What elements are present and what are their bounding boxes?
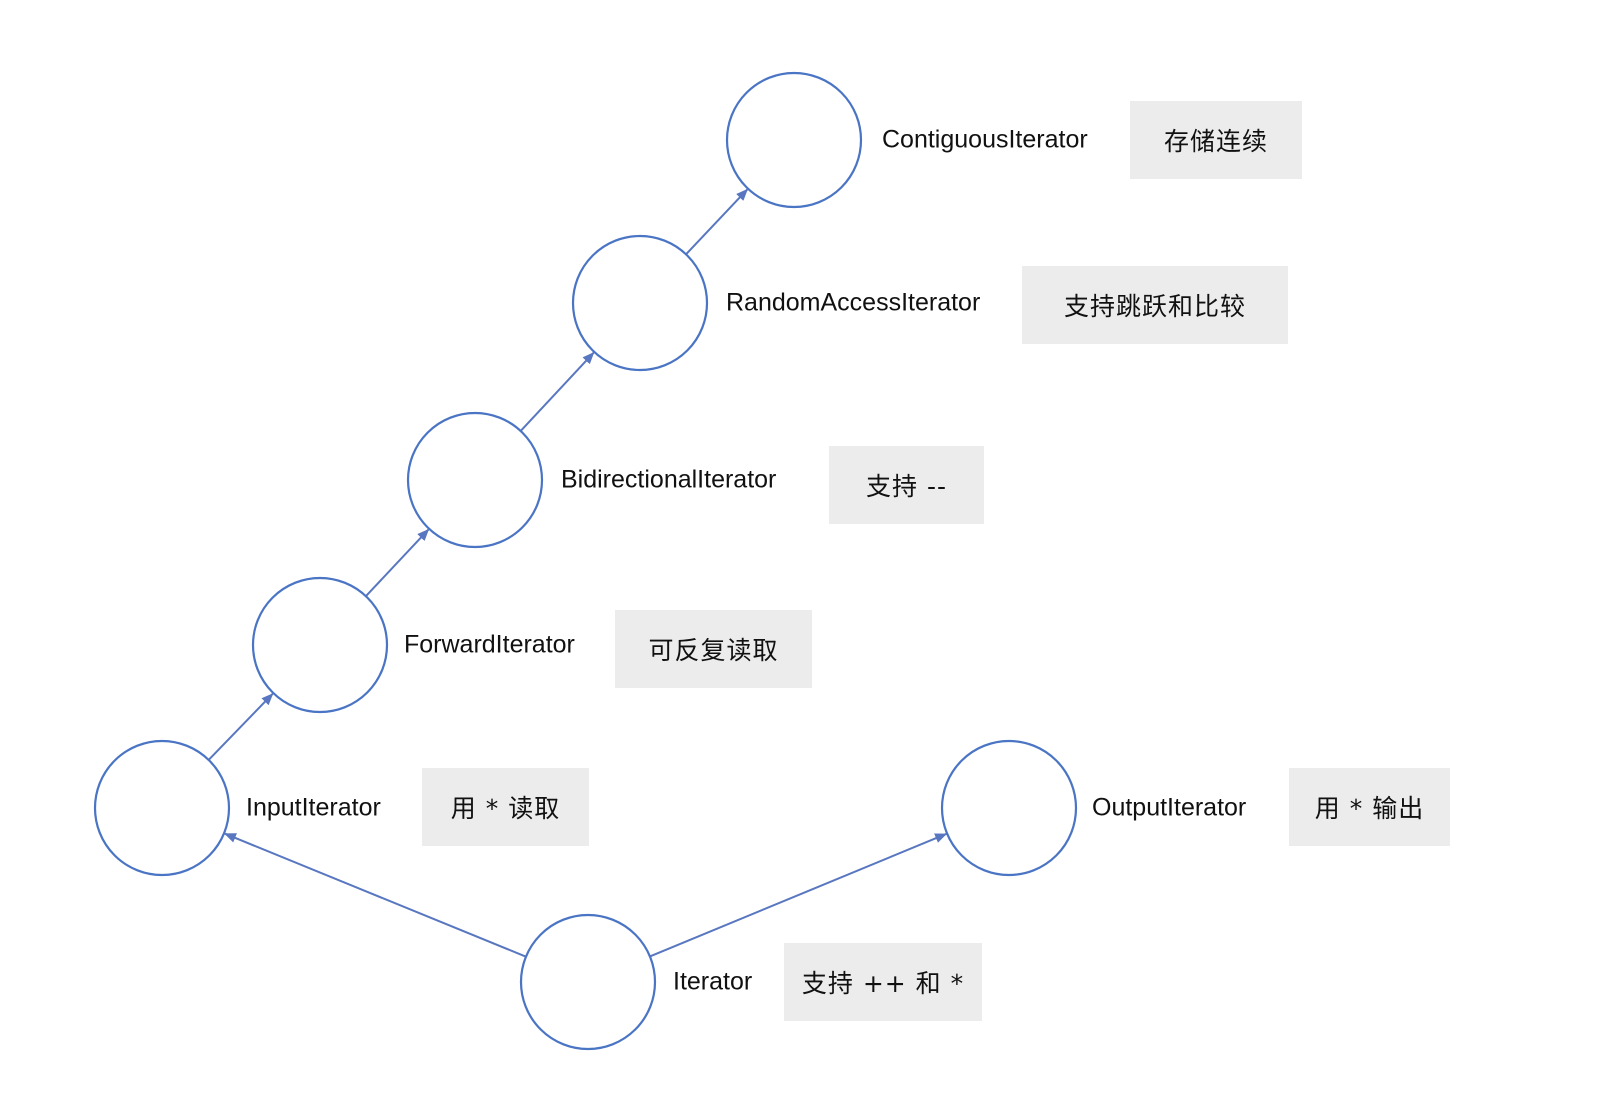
edge-input-to-forward	[207, 693, 274, 761]
node-random-access-label: RandomAccessIterator	[726, 288, 981, 317]
node-output-circle	[940, 739, 1078, 877]
node-contiguous-label: ContiguousIterator	[882, 125, 1088, 154]
node-input-circle	[93, 739, 231, 877]
node-input-description: 用 * 读取	[422, 768, 589, 846]
node-bidirectional-circle	[406, 411, 544, 549]
node-random-access-circle	[571, 234, 709, 372]
node-random-access-description: 支持跳跃和比较	[1022, 266, 1288, 344]
edge-iterator-to-input	[224, 832, 527, 958]
node-contiguous-circle	[725, 71, 863, 209]
node-iterator-label: Iterator	[673, 967, 753, 996]
node-output-label: OutputIterator	[1092, 793, 1247, 822]
edge-random-access-to-contiguous	[685, 188, 749, 255]
edge-forward-to-bidirectional	[365, 528, 430, 597]
nodes	[93, 71, 1078, 1051]
edges	[207, 188, 948, 958]
node-iterator-description: 支持 ++ 和 *	[784, 943, 982, 1021]
edge-bidirectional-to-random-access	[519, 352, 595, 432]
node-input-label: InputIterator	[246, 793, 381, 822]
node-bidirectional-description: 支持 --	[829, 446, 984, 524]
node-output-description: 用 * 输出	[1289, 768, 1450, 846]
node-forward-label: ForwardIterator	[404, 630, 575, 659]
node-forward-description: 可反复读取	[615, 610, 812, 688]
node-bidirectional-label: BidirectionalIterator	[561, 465, 777, 494]
edge-iterator-to-output	[649, 833, 948, 958]
node-iterator-circle	[519, 913, 657, 1051]
node-forward-circle	[251, 576, 389, 714]
node-contiguous-description: 存储连续	[1130, 101, 1302, 179]
